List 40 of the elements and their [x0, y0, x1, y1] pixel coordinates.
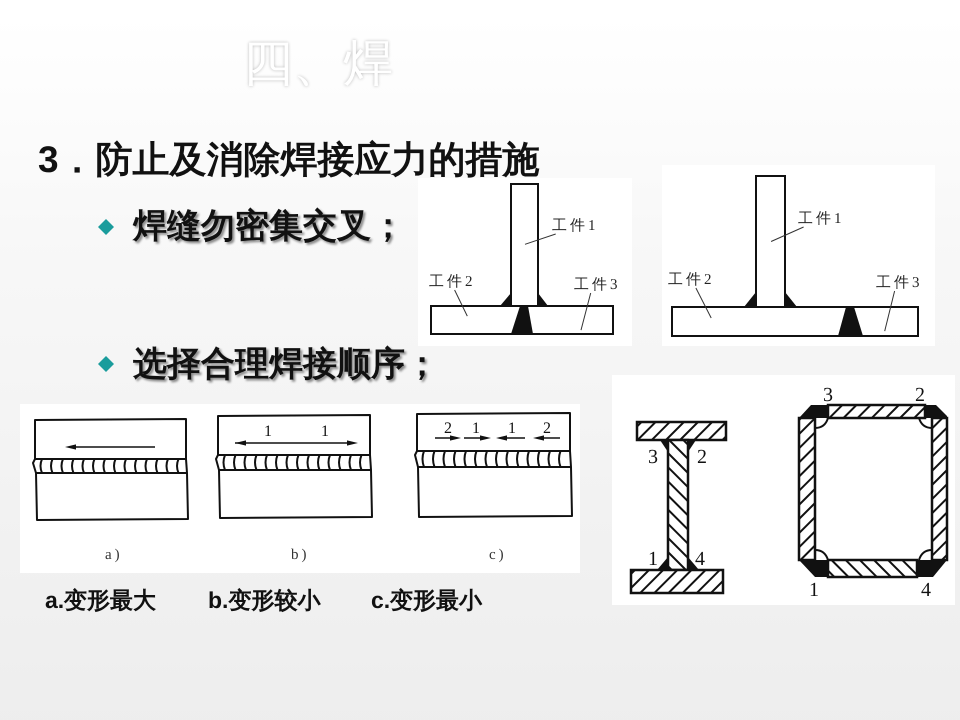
figure-caption: c): [489, 548, 507, 563]
weld-number: 1: [648, 549, 658, 569]
part-label: 工件3: [574, 278, 620, 293]
leader-line: [770, 226, 804, 242]
leader-line: [580, 292, 592, 331]
leader-line: [884, 290, 896, 332]
figure-caption: b): [291, 548, 310, 563]
steel-plate: [755, 175, 786, 308]
part-label: 工件2: [668, 273, 714, 288]
sequence-number: 1: [264, 424, 272, 440]
weld-number: 1: [809, 580, 819, 600]
leader-line: [695, 288, 712, 318]
caption-text: b.变形较小: [208, 589, 320, 612]
weld-number: 4: [695, 549, 705, 569]
weld-number: 2: [915, 385, 925, 405]
part-label: 工件2: [429, 275, 476, 290]
bullet-text: 焊缝勿密集交叉；: [133, 209, 405, 243]
weld-number: 4: [921, 580, 931, 600]
weld-number: 2: [697, 447, 707, 467]
leader-line: [524, 234, 556, 245]
weld-number: 3: [823, 385, 833, 405]
leader-line: [454, 290, 468, 317]
steel-plate: [523, 305, 614, 335]
sequence-number: 1: [321, 424, 329, 440]
sequence-number: 2: [444, 421, 452, 437]
steel-plate: [510, 183, 539, 308]
part-label: 工件3: [876, 276, 922, 291]
steel-plate: [671, 306, 851, 337]
part-label: 工件1: [798, 212, 844, 227]
sequence-number: 1: [508, 421, 516, 437]
steel-plate: [430, 305, 525, 335]
sequence-number: 1: [472, 421, 480, 437]
bullet-text: 选择合理焊接顺序；: [133, 347, 439, 381]
caption-text: a.变形最大: [45, 589, 156, 612]
part-label: 工件1: [552, 219, 598, 234]
sequence-number: 2: [543, 421, 551, 437]
slide-title: 3．防止及消除焊接应力的措施: [38, 141, 540, 178]
figure-caption: a): [105, 548, 123, 563]
caption-text: c.变形最小: [371, 589, 482, 612]
weld-number: 3: [648, 447, 658, 467]
